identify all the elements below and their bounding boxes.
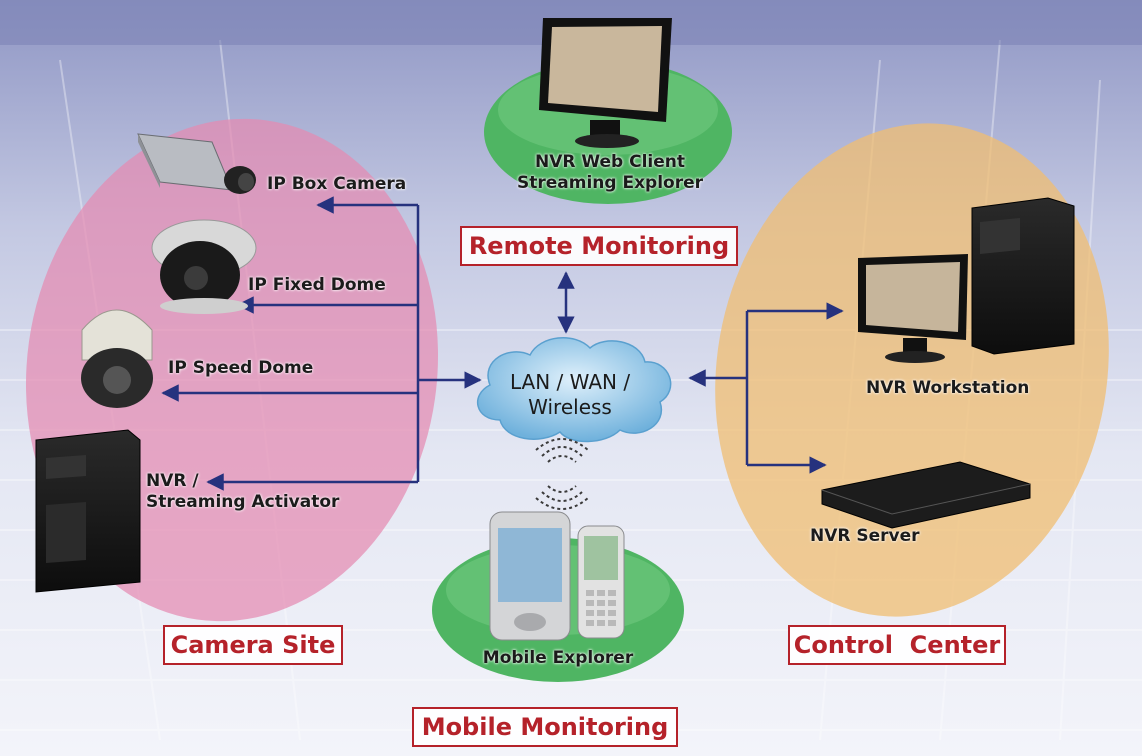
nvr-activator-label-line1: NVR / [146, 471, 199, 492]
nvr-activator-label-line2: Streaming Activator [146, 492, 339, 513]
control-center-title: Control Center [788, 625, 1006, 665]
nvr-workstation-label: NVR Workstation [866, 378, 1029, 399]
ip-fixed-dome-label: IP Fixed Dome [248, 275, 386, 296]
network-label-line2: Wireless [490, 395, 650, 420]
wireless-waves-icon [536, 439, 588, 509]
web-client-label-line1: NVR Web Client [510, 152, 710, 173]
camera-site-title: Camera Site [163, 625, 343, 665]
mobile-explorer-label: Mobile Explorer [460, 648, 656, 669]
network-label: LAN / WAN / Wireless [490, 370, 650, 420]
ip-speed-dome-icon [81, 310, 153, 408]
nvr-tower-icon [36, 430, 140, 592]
mobile-monitoring-title: Mobile Monitoring [412, 707, 678, 747]
web-client-label-line2: Streaming Explorer [510, 173, 710, 194]
ip-speed-dome-label: IP Speed Dome [168, 358, 313, 379]
ip-box-camera-label: IP Box Camera [267, 174, 406, 195]
network-label-line1: LAN / WAN / [490, 370, 650, 395]
mobile-devices-icon [490, 512, 624, 640]
nvr-server-label: NVR Server [810, 526, 920, 547]
remote-monitoring-title: Remote Monitoring [460, 226, 738, 266]
